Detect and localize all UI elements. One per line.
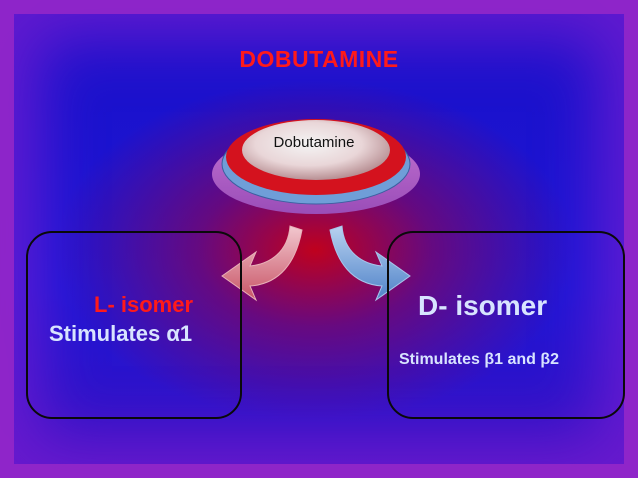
arrow-left-icon: [221, 225, 303, 302]
d-isomer-box: [387, 231, 625, 419]
center-disc-label: Dobutamine: [273, 134, 355, 151]
arrow-right-icon: [329, 225, 411, 302]
center-disc: [212, 119, 420, 214]
l-isomer-label: L- isomer: [94, 292, 194, 317]
l-isomer-box: [26, 231, 242, 419]
d-isomer-label: D- isomer: [418, 290, 548, 321]
slide-title: DOBUTAMINE: [239, 46, 399, 72]
l-isomer-effect: Stimulates α1: [49, 321, 193, 346]
d-isomer-effect: Stimulates β1 and β2: [399, 351, 560, 368]
